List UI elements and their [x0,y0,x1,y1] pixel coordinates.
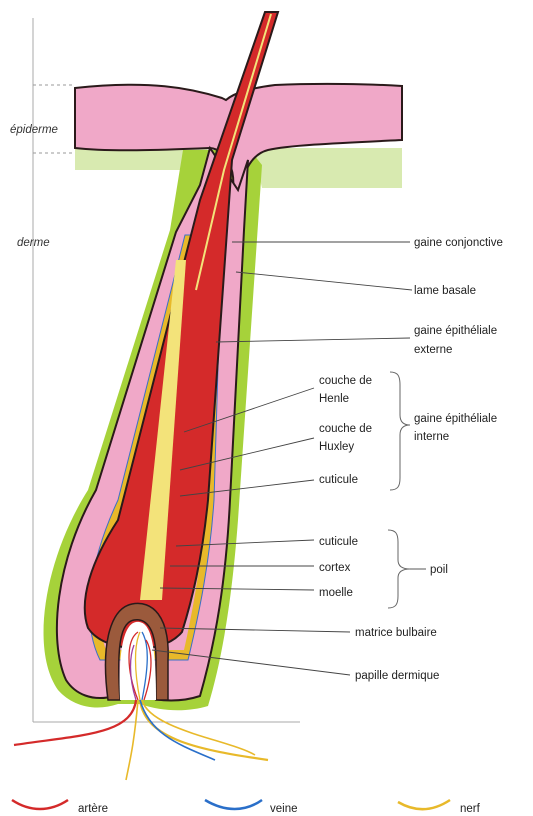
label-gaine-conjonctive: gaine conjonctive [414,237,503,249]
label-couche-huxley-line1: couche de [319,423,372,435]
label-matrice-bulbaire: matrice bulbaire [355,627,437,639]
brace-gaine-interne [390,372,410,490]
legend-label-artere: artère [78,803,108,815]
zone-label-derme: derme [17,237,50,249]
bulb-vessels [14,700,268,780]
legend: artère veine nerf [12,800,481,815]
legend-swatch-artere [12,800,68,809]
label-gaine-epitheliale-interne-line2: interne [414,431,449,443]
label-couche-henle-line1: couche de [319,375,372,387]
label-couche-huxley-line2: Huxley [319,441,354,453]
label-moelle: moelle [319,587,353,599]
label-gaine-epitheliale-externe-line1: gaine épithéliale [414,325,497,337]
legend-label-nerf: nerf [460,803,481,815]
brace-poil [388,530,410,608]
label-lame-basale: lame basale [414,285,476,297]
label-poil: poil [430,564,448,576]
label-couche-henle-line2: Henle [319,393,349,405]
zone-label-epiderme: épiderme [10,124,58,136]
label-papille-dermique: papille dermique [355,670,439,682]
label-cuticule-poil: cuticule [319,536,358,548]
label-gaine-epitheliale-externe-line2: externe [414,344,452,356]
legend-swatch-veine [205,800,262,809]
label-gaine-epitheliale-interne-line1: gaine épithéliale [414,413,497,425]
label-cuticule-gaine: cuticule [319,474,358,486]
label-cortex: cortex [319,562,351,574]
legend-label-veine: veine [270,803,298,815]
legend-swatch-nerf [398,800,450,809]
